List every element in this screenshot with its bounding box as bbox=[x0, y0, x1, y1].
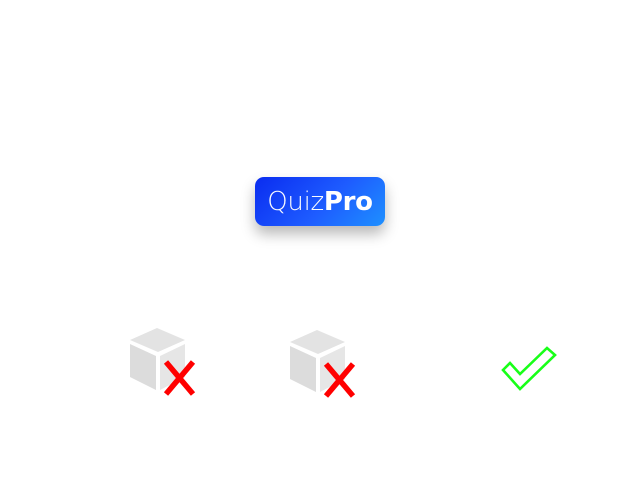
red-x-icon bbox=[163, 360, 196, 396]
red-x-icon bbox=[323, 362, 356, 398]
status-item-passed bbox=[500, 346, 558, 394]
green-check-icon bbox=[501, 346, 557, 391]
logo-text-quiz: Quiz bbox=[267, 186, 324, 217]
logo-text-pro: Pro bbox=[323, 186, 373, 217]
status-item-failed bbox=[286, 328, 358, 400]
status-item-failed bbox=[126, 326, 198, 398]
